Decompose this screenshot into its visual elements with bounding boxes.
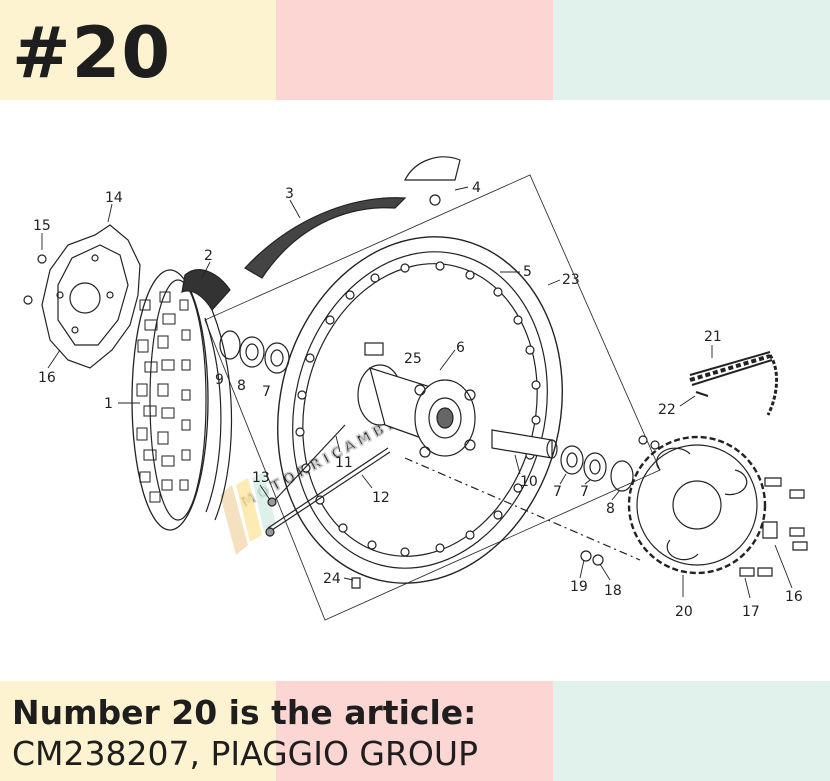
rear-sprocket — [627, 435, 767, 575]
right-bearings — [491, 429, 634, 492]
header-color-band — [0, 0, 830, 100]
drive-chain — [689, 351, 779, 416]
part-label-14: 14 — [105, 190, 123, 206]
part-label-22: 22 — [658, 402, 676, 418]
center-line — [404, 457, 641, 561]
part-label-16-right: 16 — [785, 589, 803, 605]
band-segment-mint — [553, 0, 830, 100]
part-label-7-right-b: 7 — [580, 484, 589, 500]
watermark-stripes — [220, 472, 276, 555]
part-label-23: 23 — [562, 272, 580, 288]
part-label-15: 15 — [33, 218, 51, 234]
left-bearings — [219, 330, 290, 374]
part-label-3: 3 — [285, 186, 294, 202]
leader-lines — [41, 186, 793, 599]
caption: Number 20 is the article: CM238207, PIAG… — [12, 692, 478, 774]
part-label-10: 10 — [520, 474, 538, 490]
part-label-6: 6 — [456, 340, 465, 356]
sprocket-fasteners — [351, 435, 808, 589]
spokes — [265, 424, 391, 537]
exploded-parts-diagram: MOTORRICAMBIA — [23, 156, 808, 621]
part-label-19: 19 — [570, 579, 588, 595]
part-label-25: 25 — [404, 351, 422, 367]
part-label-13: 13 — [252, 470, 270, 486]
part-label-9: 9 — [215, 372, 224, 388]
band-segment-pink — [276, 681, 553, 781]
part-label-7-right-a: 7 — [553, 484, 562, 500]
part-label-17: 17 — [742, 604, 760, 620]
part-label-12: 12 — [372, 490, 390, 506]
part-label-16-left: 16 — [38, 370, 56, 386]
part-label-11: 11 — [335, 455, 353, 471]
band-segment-yellow — [0, 0, 276, 100]
footer-color-band — [0, 681, 830, 781]
wheel-hub — [357, 342, 476, 458]
part-label-2: 2 — [204, 248, 213, 264]
tire — [131, 269, 209, 531]
caption-subtitle: CM238207, PIAGGIO GROUP — [12, 734, 478, 773]
caption-title: Number 20 is the article: — [12, 693, 477, 732]
valve-cap — [404, 156, 461, 206]
part-label-24: 24 — [323, 571, 341, 587]
part-labels: 1 2 3 4 5 6 7 7 7 8 8 9 10 11 12 13 14 1… — [33, 180, 803, 620]
page-number-title: #20 — [12, 12, 172, 94]
band-segment-mint — [553, 681, 830, 781]
disc-bolts — [23, 254, 47, 305]
part-label-4: 4 — [472, 180, 481, 196]
band-segment-pink — [276, 0, 553, 100]
part-label-18: 18 — [604, 583, 622, 599]
part-label-20: 20 — [675, 604, 693, 620]
part-label-1: 1 — [104, 396, 113, 412]
part-label-5: 5 — [523, 264, 532, 280]
band-segment-yellow — [0, 681, 276, 781]
part-label-8-left: 8 — [237, 378, 246, 394]
part-label-8-right: 8 — [606, 501, 615, 517]
part-label-21: 21 — [704, 329, 722, 345]
rim-strip — [244, 197, 407, 279]
part-label-7-left: 7 — [262, 384, 271, 400]
inner-tube — [181, 269, 233, 521]
brake-disc — [41, 224, 141, 369]
